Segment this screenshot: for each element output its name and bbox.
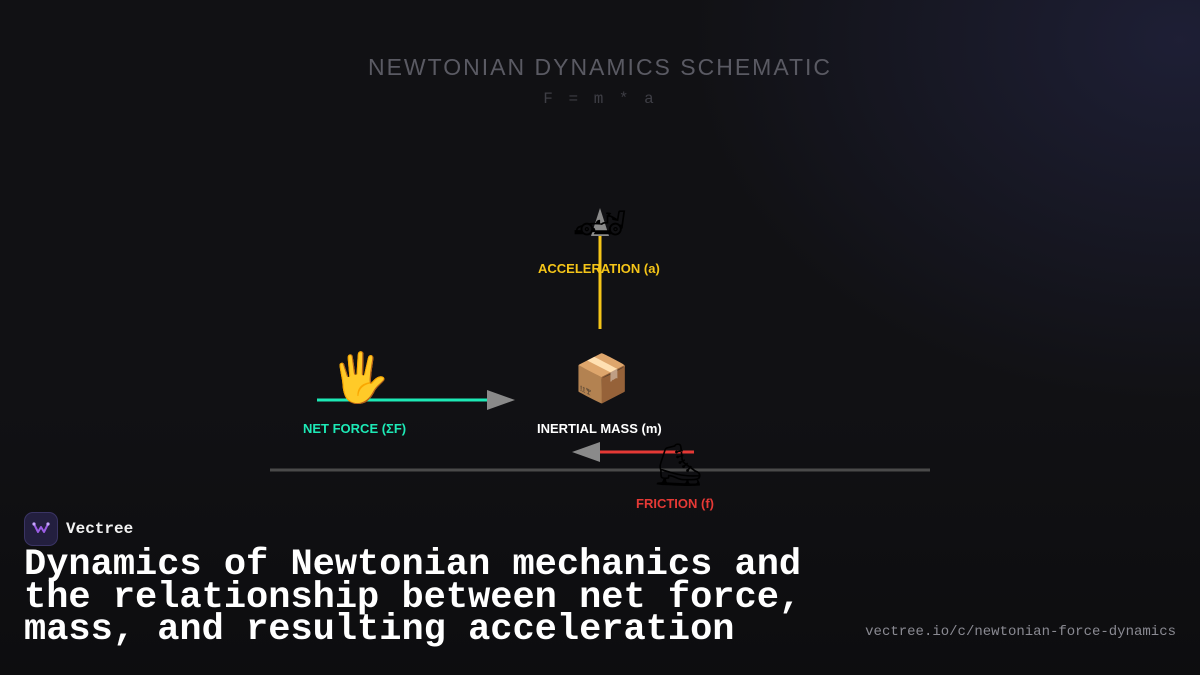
- headline: Dynamics of Newtonian mechanics and the …: [24, 544, 802, 651]
- mass-label: INERTIAL MASS (m): [537, 421, 662, 436]
- race-car-icon: 🏎: [572, 198, 628, 249]
- formula-text: F = m * a: [543, 90, 657, 108]
- schematic-title: NEWTONIAN DYNAMICS SCHEMATIC: [367, 54, 833, 80]
- raised-hand-icon: 🖐: [330, 350, 390, 406]
- friction-label: FRICTION (f): [636, 496, 714, 511]
- brand-name: Vectree: [66, 520, 134, 538]
- acceleration-arrowhead: [591, 208, 609, 236]
- brand: Vectree: [24, 512, 133, 546]
- package-icon: 📦: [573, 351, 631, 405]
- net-force-label: NET FORCE (ΣF): [303, 421, 407, 436]
- source-url[interactable]: vectree.io/c/newtonian-force-dynamics: [865, 624, 1176, 640]
- vectree-logo-icon: [24, 512, 58, 546]
- acceleration-label: ACCELERATION (a): [538, 261, 660, 276]
- ice-skate-icon: ⛸: [652, 440, 706, 489]
- friction-arrowhead: [572, 442, 600, 462]
- net-force-arrowhead: [487, 390, 515, 410]
